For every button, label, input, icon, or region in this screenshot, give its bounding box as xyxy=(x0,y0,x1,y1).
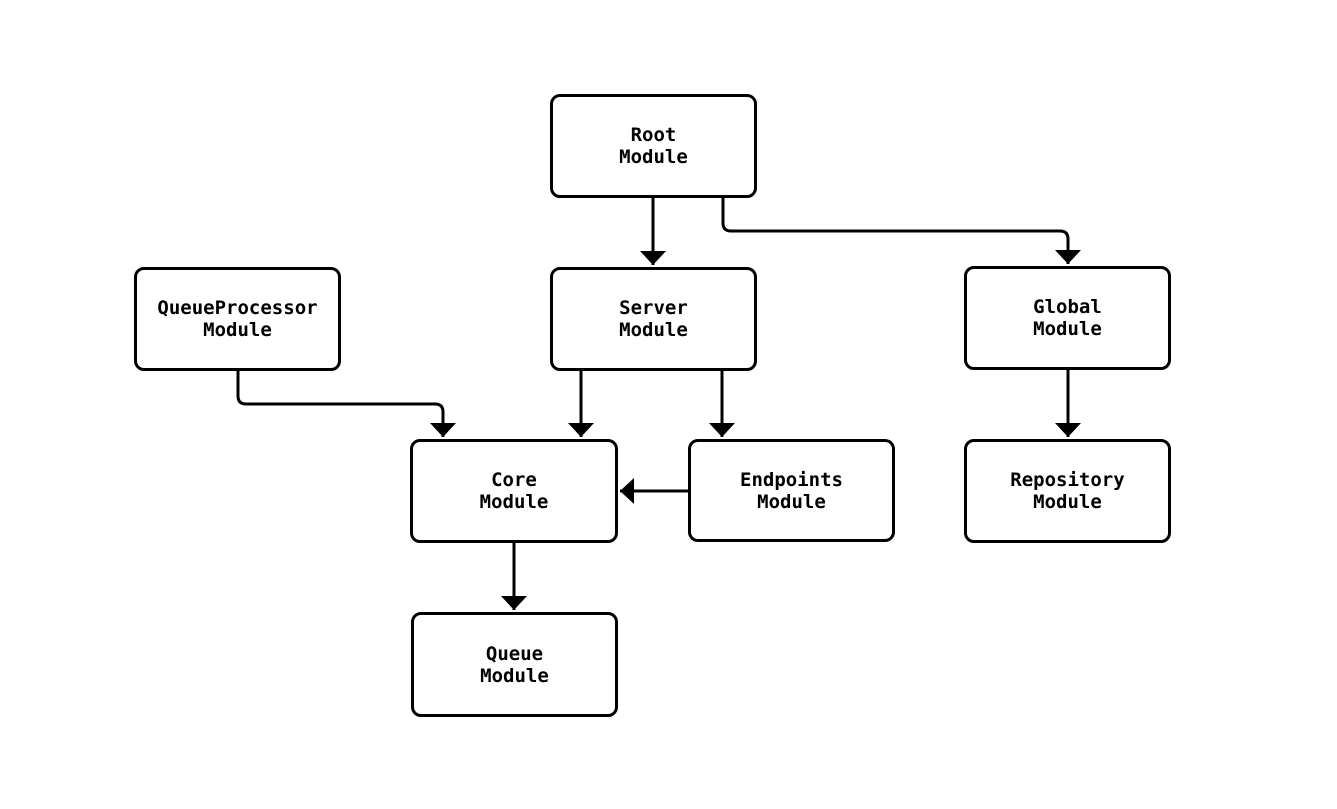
node-label-line1: QueueProcessor xyxy=(157,297,318,319)
edge-root-to-global xyxy=(721,196,1081,264)
node-label-line2: Module xyxy=(203,319,272,341)
node-label-line1: Queue xyxy=(485,642,544,665)
node-label-line2: Module xyxy=(619,319,688,341)
node-label-line1: Server xyxy=(619,297,688,319)
node-label-line1: Core xyxy=(491,469,537,491)
node-label-line1: Root xyxy=(630,124,677,146)
edge-queueprocessor-to-core xyxy=(236,369,456,437)
node-label-line2: Module xyxy=(619,146,688,168)
node-label-line2: Module xyxy=(480,664,549,687)
node-label-line1: Repository xyxy=(1010,469,1125,491)
node-label-line2: Module xyxy=(1033,491,1102,513)
node-label-line1: Global xyxy=(1033,296,1102,318)
node-label-line2: Module xyxy=(479,491,549,513)
node-label-line2: Module xyxy=(757,490,826,513)
node-label-line2: Module xyxy=(1033,318,1102,340)
node-label-line1: Endpoints xyxy=(740,468,843,491)
